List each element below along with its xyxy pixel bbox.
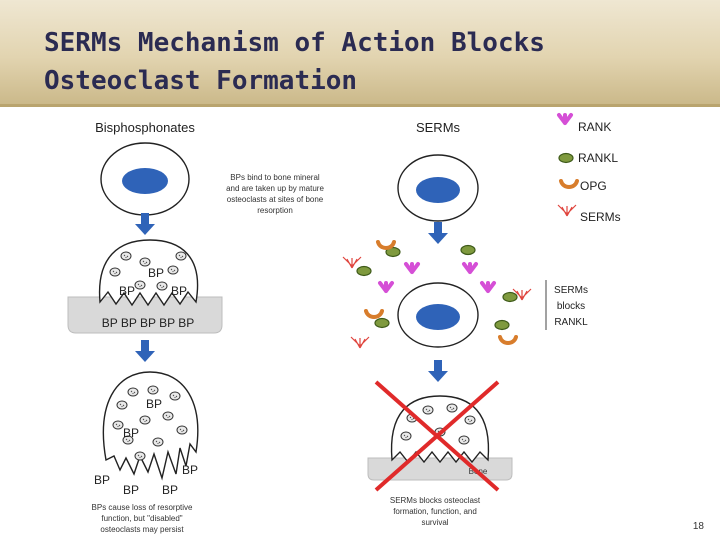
opg-icon — [376, 240, 396, 250]
bone-surface-left — [67, 296, 223, 334]
disabled-osteoclast: BP BP — [102, 371, 199, 481]
rankl-icon — [374, 317, 390, 329]
osteoclast-precursor-serms — [397, 282, 479, 348]
bp-mineral-row: BP BP BP BP BP — [102, 316, 195, 330]
rank-legend-icon — [557, 113, 573, 125]
bp-label: BP — [123, 426, 139, 440]
blocks-line-1: SERMs — [554, 285, 588, 296]
precursor-cell-left — [100, 142, 190, 216]
outcome-line-3: survival — [421, 518, 448, 527]
bisphosphonates-heading: Bisphosphonates — [95, 120, 195, 135]
blocks-line-3: RANKL — [554, 317, 588, 328]
blocks-line-2: blocks — [557, 301, 585, 312]
rankl-legend-icon — [558, 152, 574, 164]
bp-label: BP — [148, 266, 164, 280]
opg-icon — [364, 309, 384, 319]
precursor-cell-serms — [397, 154, 479, 222]
legend: RANK RANKL OPG SERMs — [557, 113, 621, 224]
slide-title-line-2: Osteoclast Formation — [44, 66, 358, 96]
serm-icon — [350, 336, 370, 349]
serm-icon — [342, 256, 362, 269]
legend-serms: SERMs — [580, 210, 621, 224]
bp-label: BP — [182, 463, 198, 477]
page-number: 18 — [692, 521, 704, 532]
bp-persist-line-2: function, but "disabled" — [101, 514, 182, 523]
rankl-icon — [356, 265, 372, 277]
slide-title: SERMs Mechanism of Action Blocks Osteocl… — [44, 24, 545, 100]
bp-note-line-3: osteoclasts at sites of bone — [227, 195, 324, 204]
bp-note-line-2: and are taken up by mature — [226, 184, 324, 193]
arrow-down-icon — [428, 360, 448, 382]
bp-persist-line-3: osteoclasts may persist — [100, 525, 184, 534]
title-bar — [0, 0, 720, 104]
bp-persist-note: BPs cause loss of resorptive function, b… — [92, 503, 193, 534]
slide-title-line-1: SERMs Mechanism of Action Blocks — [44, 28, 545, 58]
serm-legend-icon — [557, 204, 577, 217]
serms-blocks-label: SERMs blocks RANKL — [554, 285, 588, 328]
bp-label: BP — [146, 397, 162, 411]
blocked-cross-icon — [374, 380, 500, 492]
nucleus — [122, 168, 168, 194]
bp-label: BP — [162, 483, 178, 497]
nucleus — [416, 304, 460, 330]
bp-label: BP — [123, 483, 139, 497]
serms-outcome-note: SERMs blocks osteoclast formation, funct… — [390, 496, 481, 527]
opg-legend-icon — [559, 179, 579, 189]
outcome-line-1: SERMs blocks osteoclast — [390, 496, 481, 505]
bp-note-line-4: resorption — [257, 206, 293, 215]
rank-receptor-icon — [404, 262, 420, 274]
bp-label: BP — [171, 284, 187, 298]
rank-receptor-icon — [480, 281, 496, 293]
legend-rank: RANK — [578, 120, 611, 134]
bp-note-line-1: BPs bind to bone mineral — [230, 173, 320, 182]
legend-opg: OPG — [580, 179, 607, 193]
serms-heading: SERMs — [416, 120, 461, 135]
title-rule — [0, 104, 720, 107]
outcome-line-2: formation, function, and — [393, 507, 477, 516]
rankl-icon — [494, 319, 510, 331]
rankl-icon — [502, 291, 518, 303]
bp-persist-line-1: BPs cause loss of resorptive — [92, 503, 193, 512]
arrow-down-icon — [428, 222, 448, 244]
rankl-icon — [460, 244, 476, 256]
arrow-down-icon — [135, 213, 155, 235]
bp-uptake-note: BPs bind to bone mineral and are taken u… — [226, 173, 324, 215]
osteoclast-with-bp: BP BP BP — [98, 239, 199, 307]
bp-label: BP — [119, 284, 135, 298]
legend-rankl: RANKL — [578, 151, 618, 165]
rank-receptor-icon — [462, 262, 478, 274]
nucleus — [416, 177, 460, 203]
opg-icon — [498, 335, 518, 345]
arrow-down-icon — [135, 340, 155, 362]
bp-label: BP — [94, 473, 110, 487]
rank-receptor-icon — [378, 281, 394, 293]
